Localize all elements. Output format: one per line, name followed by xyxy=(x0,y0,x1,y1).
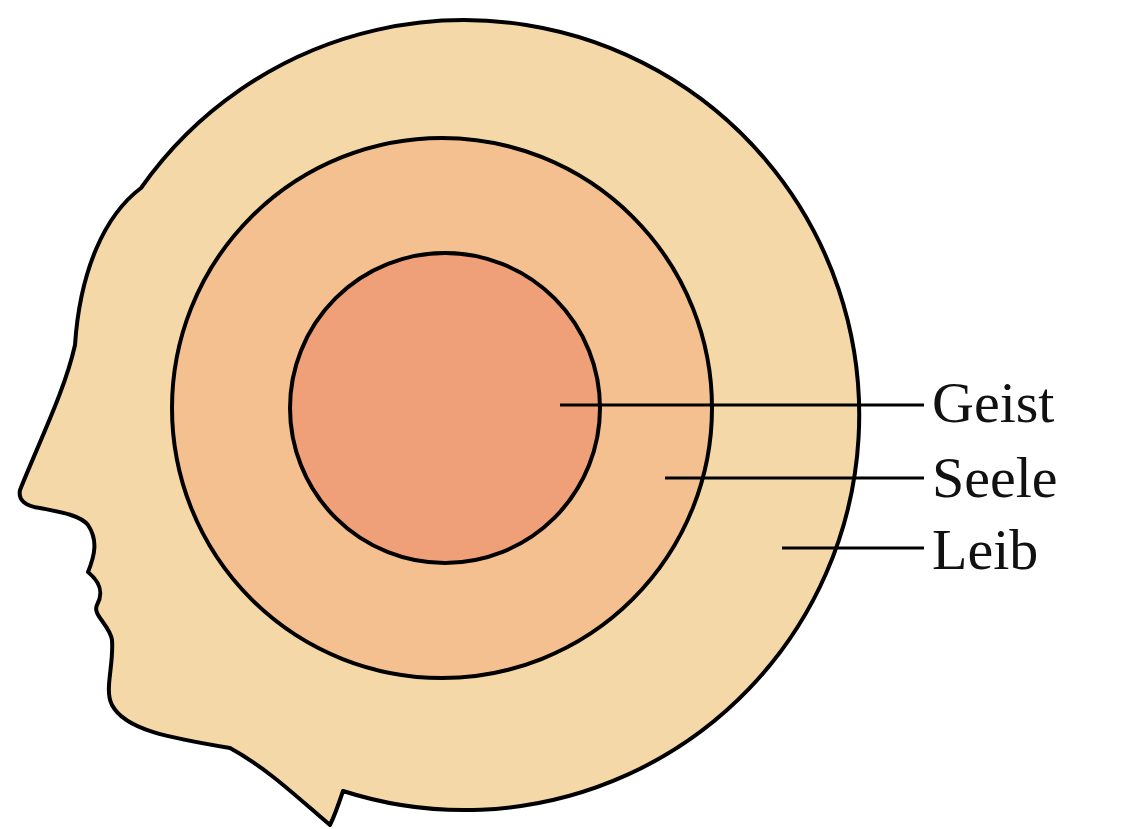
leader-line xyxy=(665,477,924,480)
leader-line xyxy=(782,547,924,550)
part-label: Leib xyxy=(932,518,1038,582)
spirit-core xyxy=(290,253,600,563)
leader-line xyxy=(560,404,924,407)
head-outline xyxy=(20,20,860,825)
part-label: Seele xyxy=(932,446,1058,510)
soul-ring xyxy=(172,138,712,678)
part-label: Geist xyxy=(932,371,1054,435)
